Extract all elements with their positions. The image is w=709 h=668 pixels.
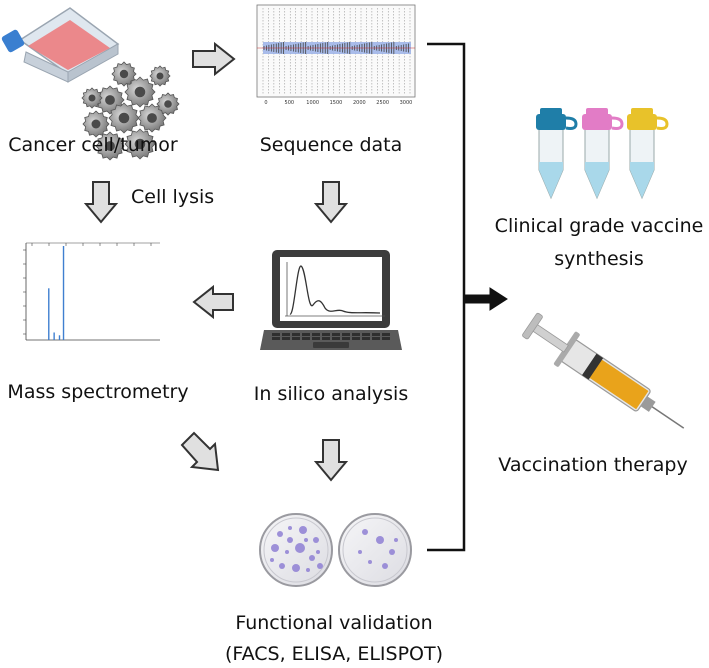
sequence-tick-label: 0 (264, 100, 267, 106)
tumor-cells-icon (81, 61, 180, 161)
colony (299, 526, 307, 534)
tumor-cell-nucleus (156, 72, 164, 80)
arrow-analysis-to-validation (313, 439, 349, 482)
colony (279, 563, 285, 569)
sequence-data-label: Sequence data (259, 134, 403, 156)
keyboard-key (272, 337, 280, 340)
colony (285, 550, 289, 554)
keyboard-key (322, 333, 330, 336)
colony (368, 560, 372, 564)
arrow-sequence-to-analysis (313, 181, 349, 224)
sequence-tick-label: 2500 (376, 100, 389, 106)
test-tube-icon (627, 108, 669, 200)
colony (304, 538, 308, 542)
tumor-cell-nucleus (164, 100, 172, 108)
sequence-tick-label: 3000 (400, 100, 413, 106)
colony (306, 568, 310, 572)
arrow-analysis-to-mass-spec (192, 284, 234, 320)
keyboard-key (372, 337, 380, 340)
flask-icon (1, 7, 120, 83)
colony (270, 558, 274, 562)
colony (277, 531, 283, 537)
colony (309, 555, 315, 561)
keyboard-key (382, 337, 390, 340)
sequence-tick-label: 1000 (306, 100, 319, 106)
laptop-icon (260, 250, 402, 350)
colony (358, 550, 362, 554)
keyboard-key (322, 337, 330, 340)
arrow-mass-spec-to-validation (180, 431, 220, 472)
colony (389, 549, 395, 555)
arrow-cell-lysis-down (83, 181, 119, 224)
test-tube-icon (582, 108, 624, 200)
sequence-tick-label: 2000 (353, 100, 366, 106)
cancer-cell-label: Cancer cell/tumor (8, 134, 178, 156)
keyboard-key (362, 337, 370, 340)
arrow-to-outputs (463, 287, 508, 311)
test-tube-icons (536, 108, 669, 200)
colony (271, 544, 279, 552)
colony (376, 536, 384, 544)
keyboard-key (332, 337, 340, 340)
keyboard-key (332, 333, 340, 336)
keyboard-key (282, 337, 290, 340)
in-silico-analysis-label: In silico analysis (253, 383, 409, 405)
keyboard-key (382, 333, 390, 336)
colony (316, 550, 320, 554)
keyboard-key (302, 337, 310, 340)
arrow-cancer-to-sequence (192, 41, 236, 77)
keyboard-key (352, 337, 360, 340)
colony (288, 526, 292, 530)
colony (382, 563, 388, 569)
tumor-cell-nucleus (134, 138, 146, 150)
tumor-cell-nucleus (91, 119, 101, 129)
tumor-cell-nucleus (118, 112, 130, 124)
colony (313, 537, 319, 543)
keyboard-key (292, 333, 300, 336)
clinical-grade-label-line1: Clinical grade vaccine (494, 215, 704, 237)
colony (292, 564, 300, 572)
functional-validation-label-line2: (FACS, ELISA, ELISPOT) (224, 643, 444, 665)
keyboard-key (372, 333, 380, 336)
keyboard-key (272, 333, 280, 336)
tumor-cell-nucleus (88, 94, 96, 102)
sequence-tick-label: 1500 (330, 100, 343, 106)
mass-spectrum-plot (23, 242, 160, 341)
keyboard-key (282, 333, 290, 336)
colony (287, 537, 293, 543)
keyboard-key (312, 337, 320, 340)
cell-lysis-label: Cell lysis (131, 186, 215, 208)
sequence-data-plot: 0 500 1000 1500 2000 2500 3000 (256, 4, 416, 106)
colony (362, 529, 368, 535)
tumor-cell-nucleus (119, 69, 129, 79)
clinical-grade-label-line2: synthesis (554, 248, 644, 270)
keyboard-key (362, 333, 370, 336)
tumor-cell-nucleus (105, 141, 115, 151)
functional-validation-label-line1: Functional validation (235, 612, 433, 634)
keyboard-key (302, 333, 310, 336)
syringe-icon (522, 312, 685, 429)
test-tube-icon (536, 108, 578, 200)
colony (394, 538, 398, 542)
colony (317, 563, 323, 569)
bracket (427, 42, 466, 552)
tumor-cell-nucleus (134, 86, 146, 98)
mass-spectrometry-label: Mass spectrometry (7, 381, 189, 403)
keyboard-key (342, 333, 350, 336)
keyboard-key (342, 337, 350, 340)
petri-dish-icon (259, 513, 412, 587)
tumor-cell-nucleus (147, 113, 157, 123)
vaccination-therapy-label: Vaccination therapy (498, 454, 688, 476)
sequence-tick-label: 500 (285, 100, 295, 106)
tumor-cell-nucleus (105, 95, 115, 105)
keyboard-key (292, 337, 300, 340)
keyboard-key (352, 333, 360, 336)
colony (295, 543, 305, 553)
keyboard-key (312, 333, 320, 336)
